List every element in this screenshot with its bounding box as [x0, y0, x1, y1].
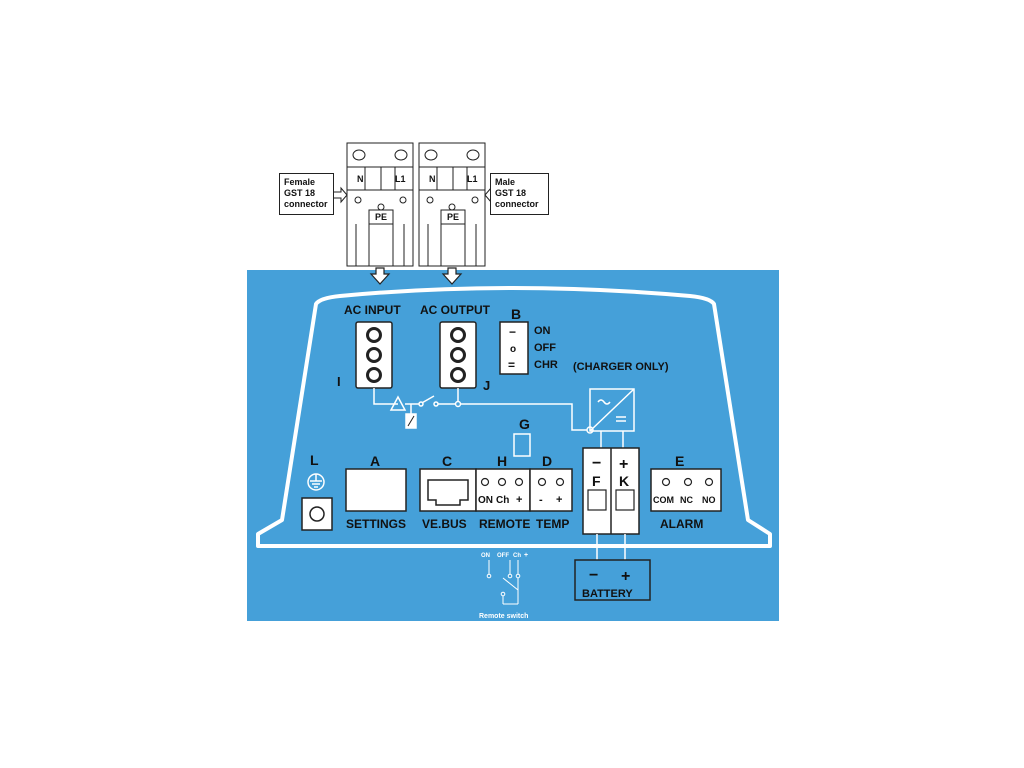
- svg-text:Ch: Ch: [496, 495, 509, 506]
- female-connector-callout: Female GST 18 connector: [279, 173, 334, 215]
- switch-chr-label: CHR: [534, 359, 558, 371]
- label-c: C: [442, 453, 452, 469]
- vebus-label: VE.BUS: [422, 517, 467, 531]
- charger-block: [589, 388, 635, 448]
- label-f: F: [592, 473, 601, 489]
- svg-text:ON: ON: [481, 553, 490, 559]
- svg-text:−: −: [592, 455, 601, 472]
- housing-outline: [256, 286, 772, 548]
- svg-text:L1: L1: [467, 174, 478, 184]
- male-connector: [418, 142, 486, 267]
- settings-dial: [345, 468, 407, 512]
- charger-only-label: (CHARGER ONLY): [573, 361, 669, 373]
- svg-text:+: +: [621, 568, 630, 585]
- svg-text:o: o: [510, 344, 516, 355]
- vebus-port: [419, 468, 477, 512]
- svg-text:COM: COM: [653, 495, 674, 505]
- svg-text:L1: L1: [395, 174, 406, 184]
- switch-on-label: ON: [534, 325, 551, 337]
- label-g: G: [519, 416, 530, 432]
- svg-text:+: +: [556, 494, 562, 506]
- arrow-down-icon: [441, 267, 463, 285]
- svg-text:+: +: [516, 494, 522, 506]
- svg-text:PE: PE: [447, 212, 459, 222]
- svg-text:Ch: Ch: [513, 553, 521, 559]
- label-d: D: [542, 453, 552, 469]
- battery: [574, 559, 651, 601]
- svg-text:PE: PE: [375, 212, 387, 222]
- svg-text:=: =: [508, 358, 515, 372]
- alarm-label: ALARM: [660, 517, 703, 531]
- label-a: A: [370, 453, 380, 469]
- svg-text:NO: NO: [702, 495, 716, 505]
- battery-label: BATTERY: [582, 588, 633, 600]
- ground-icon: [307, 473, 325, 491]
- svg-text:NC: NC: [680, 495, 693, 505]
- indicator-g: [513, 433, 531, 457]
- alarm-terminal: [650, 468, 722, 512]
- temp-terminal: [529, 468, 573, 512]
- label-e: E: [675, 453, 684, 469]
- label-k: K: [619, 473, 629, 489]
- ac-output-label: AC OUTPUT: [420, 303, 491, 317]
- label-h: H: [497, 453, 507, 469]
- svg-text:N: N: [429, 174, 436, 184]
- ground-stud: [301, 497, 333, 531]
- svg-text:-: -: [539, 494, 543, 506]
- male-connector-callout: Male GST 18 connector: [490, 173, 549, 215]
- svg-text:N: N: [357, 174, 364, 184]
- battery-terminals: [582, 447, 640, 535]
- svg-text:+: +: [619, 456, 628, 473]
- svg-text:−: −: [509, 325, 516, 339]
- arrow-right-icon: [332, 186, 348, 204]
- female-connector: [346, 142, 414, 267]
- remote-switch-schematic: [486, 560, 521, 605]
- svg-text:+: +: [524, 552, 528, 559]
- label-i: I: [337, 374, 341, 389]
- svg-text:ON: ON: [478, 495, 493, 506]
- ac-output-terminal: [439, 321, 477, 389]
- battery-cables: [596, 534, 626, 560]
- settings-label: SETTINGS: [346, 517, 406, 531]
- ac-input-terminal: [355, 321, 393, 389]
- svg-text:−: −: [589, 567, 598, 584]
- remote-label: REMOTE: [479, 517, 530, 531]
- remote-switch-caption: Remote switch: [479, 613, 528, 620]
- temp-label: TEMP: [536, 517, 569, 531]
- mode-switch-b: − o =: [499, 321, 529, 375]
- svg-text:OFF: OFF: [497, 553, 509, 559]
- ac-input-label: AC INPUT: [344, 303, 401, 317]
- label-j: J: [483, 378, 490, 393]
- switch-off-label: OFF: [534, 342, 556, 354]
- label-l: L: [310, 452, 319, 468]
- arrow-down-icon: [369, 267, 391, 285]
- label-b: B: [511, 306, 521, 322]
